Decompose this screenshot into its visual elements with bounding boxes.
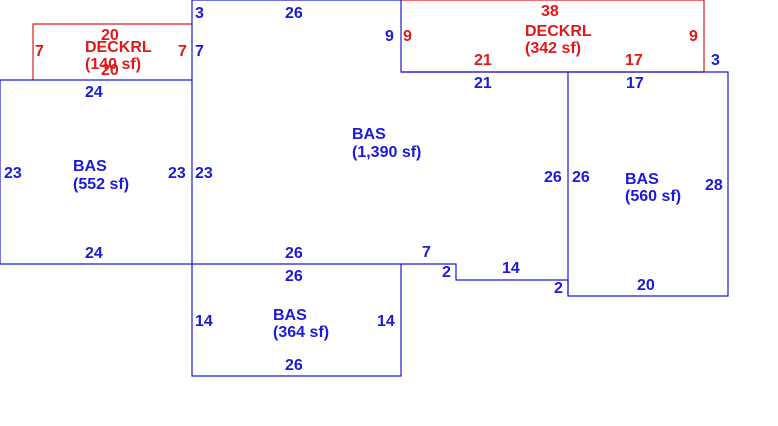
dim-bas-main-jog-b: 2 [554, 280, 563, 297]
area-code-deck-left: DECKRL [85, 39, 152, 56]
dim-deck-left-west: 7 [35, 43, 44, 60]
dim-bas-left-east: 23 [168, 165, 186, 182]
area-size-deck-right: (342 sf) [525, 40, 581, 57]
dim-bas-left-west: 23 [4, 165, 22, 182]
dim-bas-left-top: 24 [85, 84, 103, 101]
bas-bottom-outline [191, 264, 402, 377]
dim-deck-left-east: 7 [178, 43, 187, 60]
dim-bas-bottom-top: 26 [285, 268, 303, 285]
dim-bas-right-bottom: 20 [637, 277, 655, 294]
dim-deck-left-top: 20 [101, 27, 119, 44]
dim-bas-main-top: 26 [285, 5, 303, 22]
area-size-bas-left: (552 sf) [73, 176, 129, 193]
dim-deck-right-bottom-a: 21 [474, 52, 492, 69]
area-code-bas-left: BAS [73, 158, 107, 175]
dim-bas-main-offset: 7 [422, 244, 431, 261]
dim-deck-right-top: 38 [541, 3, 559, 20]
dim-bas-main-west: 23 [195, 165, 213, 182]
dim-bas-bottom-west: 14 [195, 313, 213, 330]
dim-deck-left-bottom: 20 [101, 62, 119, 79]
dim-bas-right-top: 17 [626, 75, 644, 92]
dim-deck-right-east: 9 [689, 28, 698, 45]
bas-right-outline [567, 71, 729, 297]
dim-bas-bottom-bottom: 26 [285, 357, 303, 374]
area-size-bas-bottom: (364 sf) [273, 324, 329, 341]
dim-bas-left-bottom: 24 [85, 245, 103, 262]
dim-bas-main-east: 26 [544, 169, 562, 186]
dim-deck-right-step: 3 [711, 52, 720, 69]
dim-bas-main-bottom: 26 [285, 245, 303, 262]
area-code-bas-right: BAS [625, 171, 659, 188]
dim-deck-right-west: 9 [403, 28, 412, 45]
dim-bas-main-notch: 3 [195, 5, 204, 22]
deck-left-outline [32, 23, 192, 80]
dim-bas-bottom-east: 14 [377, 313, 395, 330]
area-size-deck-left: (140 sf) [85, 56, 141, 73]
bas-left-outline [0, 79, 401, 265]
dim-bas-main-step: 21 [474, 75, 492, 92]
dim-bas-main-jog-a: 2 [442, 264, 451, 281]
dim-bas-main-west-upper: 7 [195, 43, 204, 60]
dim-deck-right-bottom-b: 17 [625, 52, 643, 69]
dim-bas-right-east: 28 [705, 177, 723, 194]
area-code-deck-right: DECKRL [525, 23, 592, 40]
area-code-bas-bottom: BAS [273, 307, 307, 324]
area-size-bas-main: (1,390 sf) [352, 144, 421, 161]
dim-bas-right-west: 26 [572, 169, 590, 186]
area-size-bas-right: (560 sf) [625, 188, 681, 205]
dim-bas-main-east-upper: 9 [385, 28, 394, 45]
area-code-bas-main: BAS [352, 126, 386, 143]
dim-bas-main-jog-length: 14 [502, 260, 520, 277]
